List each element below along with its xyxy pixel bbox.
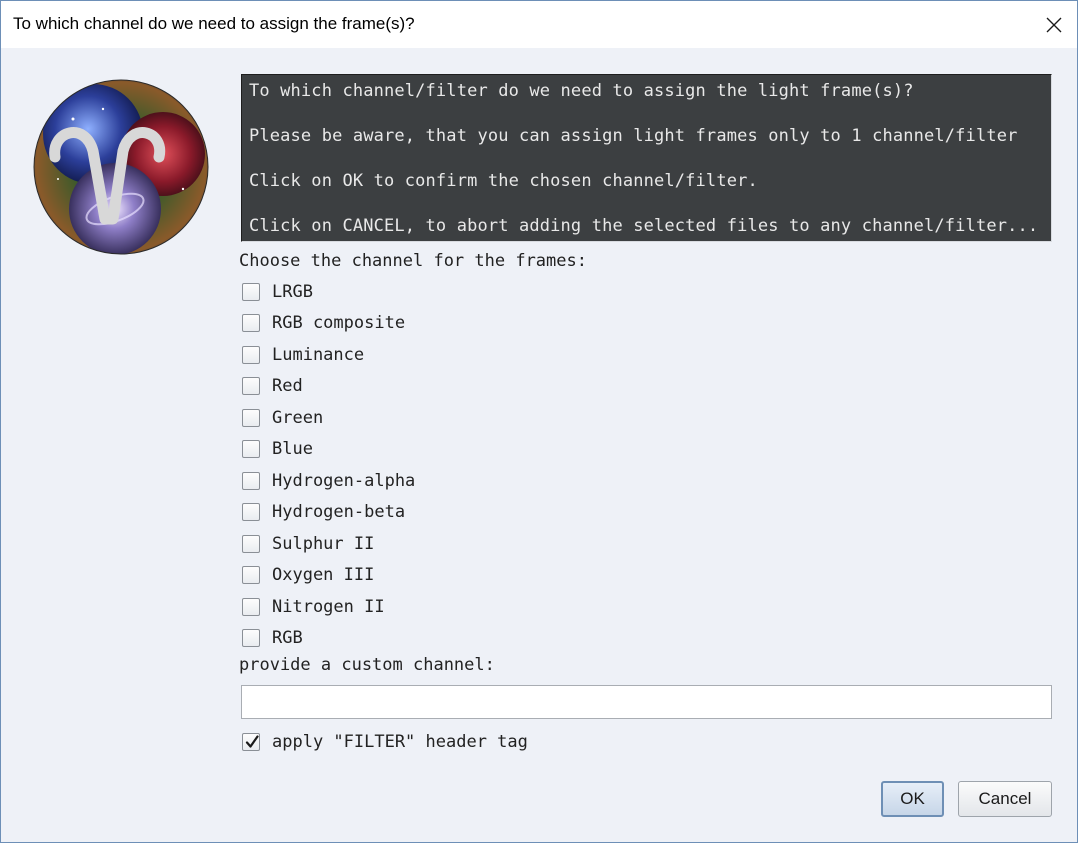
checkbox-box-checked[interactable] xyxy=(242,733,260,751)
custom-channel-input[interactable] xyxy=(241,685,1052,719)
checkbox-rgb-composite[interactable]: RGB composite xyxy=(242,312,405,334)
app-logo xyxy=(33,79,209,255)
checkbox-label: Luminance xyxy=(272,345,365,365)
checkbox-label: Red xyxy=(272,376,303,396)
checkbox-box[interactable] xyxy=(242,629,260,647)
checkbox-hydrogen-alpha[interactable]: Hydrogen-alpha xyxy=(242,470,415,492)
checkmark-icon xyxy=(245,735,259,748)
checkbox-box[interactable] xyxy=(242,566,260,584)
checkbox-label: RGB xyxy=(272,628,303,648)
checkbox-blue[interactable]: Blue xyxy=(242,438,313,460)
checkbox-box[interactable] xyxy=(242,472,260,490)
title-bar: To which channel do we need to assign th… xyxy=(1,1,1077,48)
window-title: To which channel do we need to assign th… xyxy=(13,14,415,33)
message-line-cancel: Click on CANCEL, to abort adding the sel… xyxy=(249,216,1039,236)
checkbox-label: apply "FILTER" header tag xyxy=(272,732,528,752)
checkbox-box[interactable] xyxy=(242,283,260,301)
dialog-content: To which channel/filter do we need to as… xyxy=(1,48,1077,842)
cancel-button[interactable]: Cancel xyxy=(958,781,1052,817)
checkbox-box[interactable] xyxy=(242,598,260,616)
checkbox-rgb[interactable]: RGB xyxy=(242,627,303,649)
checkbox-label: RGB composite xyxy=(272,313,406,333)
checkbox-nitrogen-ii[interactable]: Nitrogen II xyxy=(242,596,385,618)
close-icon xyxy=(1046,17,1062,32)
checkbox-label: Green xyxy=(272,408,324,428)
checkbox-label: Blue xyxy=(272,439,313,459)
checkbox-box[interactable] xyxy=(242,314,260,332)
message-panel: To which channel/filter do we need to as… xyxy=(241,74,1052,242)
checkbox-lrgb[interactable]: LRGB xyxy=(242,281,313,303)
message-line-question: To which channel/filter do we need to as… xyxy=(249,81,914,101)
checkbox-label: LRGB xyxy=(272,282,313,302)
message-line-warning: Please be aware, that you can assign lig… xyxy=(249,126,1018,146)
checkbox-box[interactable] xyxy=(242,409,260,427)
checkbox-hydrogen-beta[interactable]: Hydrogen-beta xyxy=(242,501,405,523)
close-button[interactable] xyxy=(1031,1,1077,48)
checkbox-red[interactable]: Red xyxy=(242,375,303,397)
checkbox-luminance[interactable]: Luminance xyxy=(242,344,364,366)
checkbox-filter-header-tag[interactable]: apply "FILTER" header tag xyxy=(242,731,528,753)
ok-button[interactable]: OK xyxy=(881,781,944,817)
checkbox-box[interactable] xyxy=(242,377,260,395)
checkbox-box[interactable] xyxy=(242,535,260,553)
checkbox-label: Hydrogen-alpha xyxy=(272,471,416,491)
checkbox-green[interactable]: Green xyxy=(242,407,323,429)
checkbox-oxygen-iii[interactable]: Oxygen III xyxy=(242,564,374,586)
checkbox-label: Oxygen III xyxy=(272,565,375,585)
checkbox-box[interactable] xyxy=(242,346,260,364)
checkbox-box[interactable] xyxy=(242,440,260,458)
checkbox-label: Sulphur II xyxy=(272,534,375,554)
channel-choice-label: Choose the channel for the frames: xyxy=(239,251,587,271)
checkbox-sulphur-ii[interactable]: Sulphur II xyxy=(242,533,374,555)
checkbox-box[interactable] xyxy=(242,503,260,521)
custom-channel-label: provide a custom channel: xyxy=(239,655,495,675)
checkbox-label: Nitrogen II xyxy=(272,597,385,617)
message-line-ok: Click on OK to confirm the chosen channe… xyxy=(249,171,758,191)
checkbox-label: Hydrogen-beta xyxy=(272,502,406,522)
